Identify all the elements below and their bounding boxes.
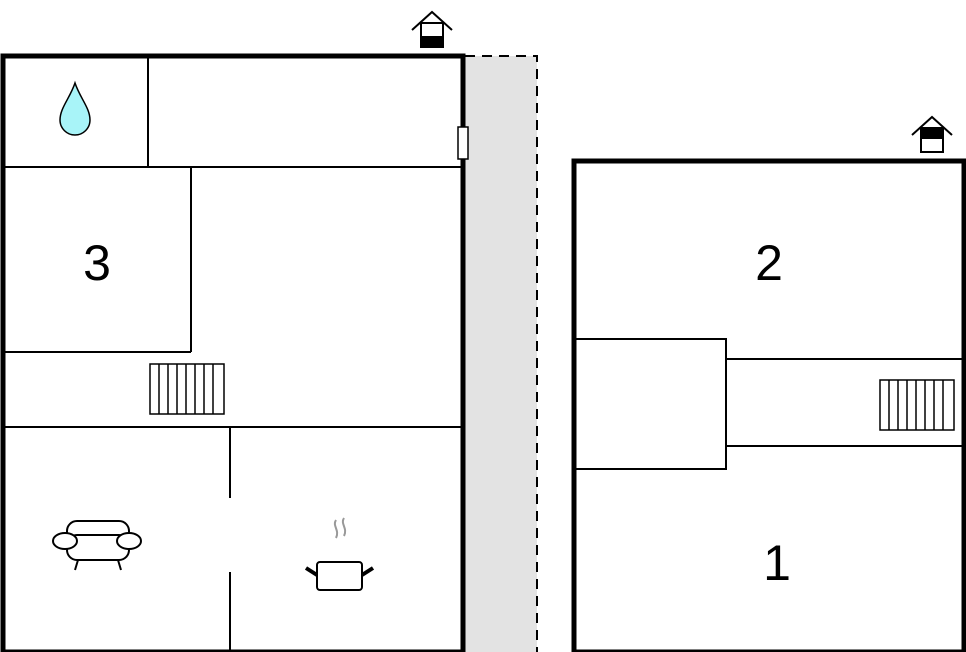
entrance-icon [911, 115, 953, 153]
stairs-icon [149, 363, 225, 415]
cooking-pot-icon [304, 517, 375, 591]
terrace [465, 55, 538, 652]
sofa-icon [52, 520, 142, 571]
window [457, 126, 469, 160]
stairs-icon [879, 379, 955, 431]
right-building [571, 158, 966, 652]
room-label: 1 [763, 535, 791, 591]
room-label: 2 [755, 235, 783, 291]
room-label: 3 [83, 235, 111, 291]
left-building [0, 53, 466, 652]
water-drop-icon [59, 80, 91, 136]
entrance-icon [411, 10, 453, 48]
